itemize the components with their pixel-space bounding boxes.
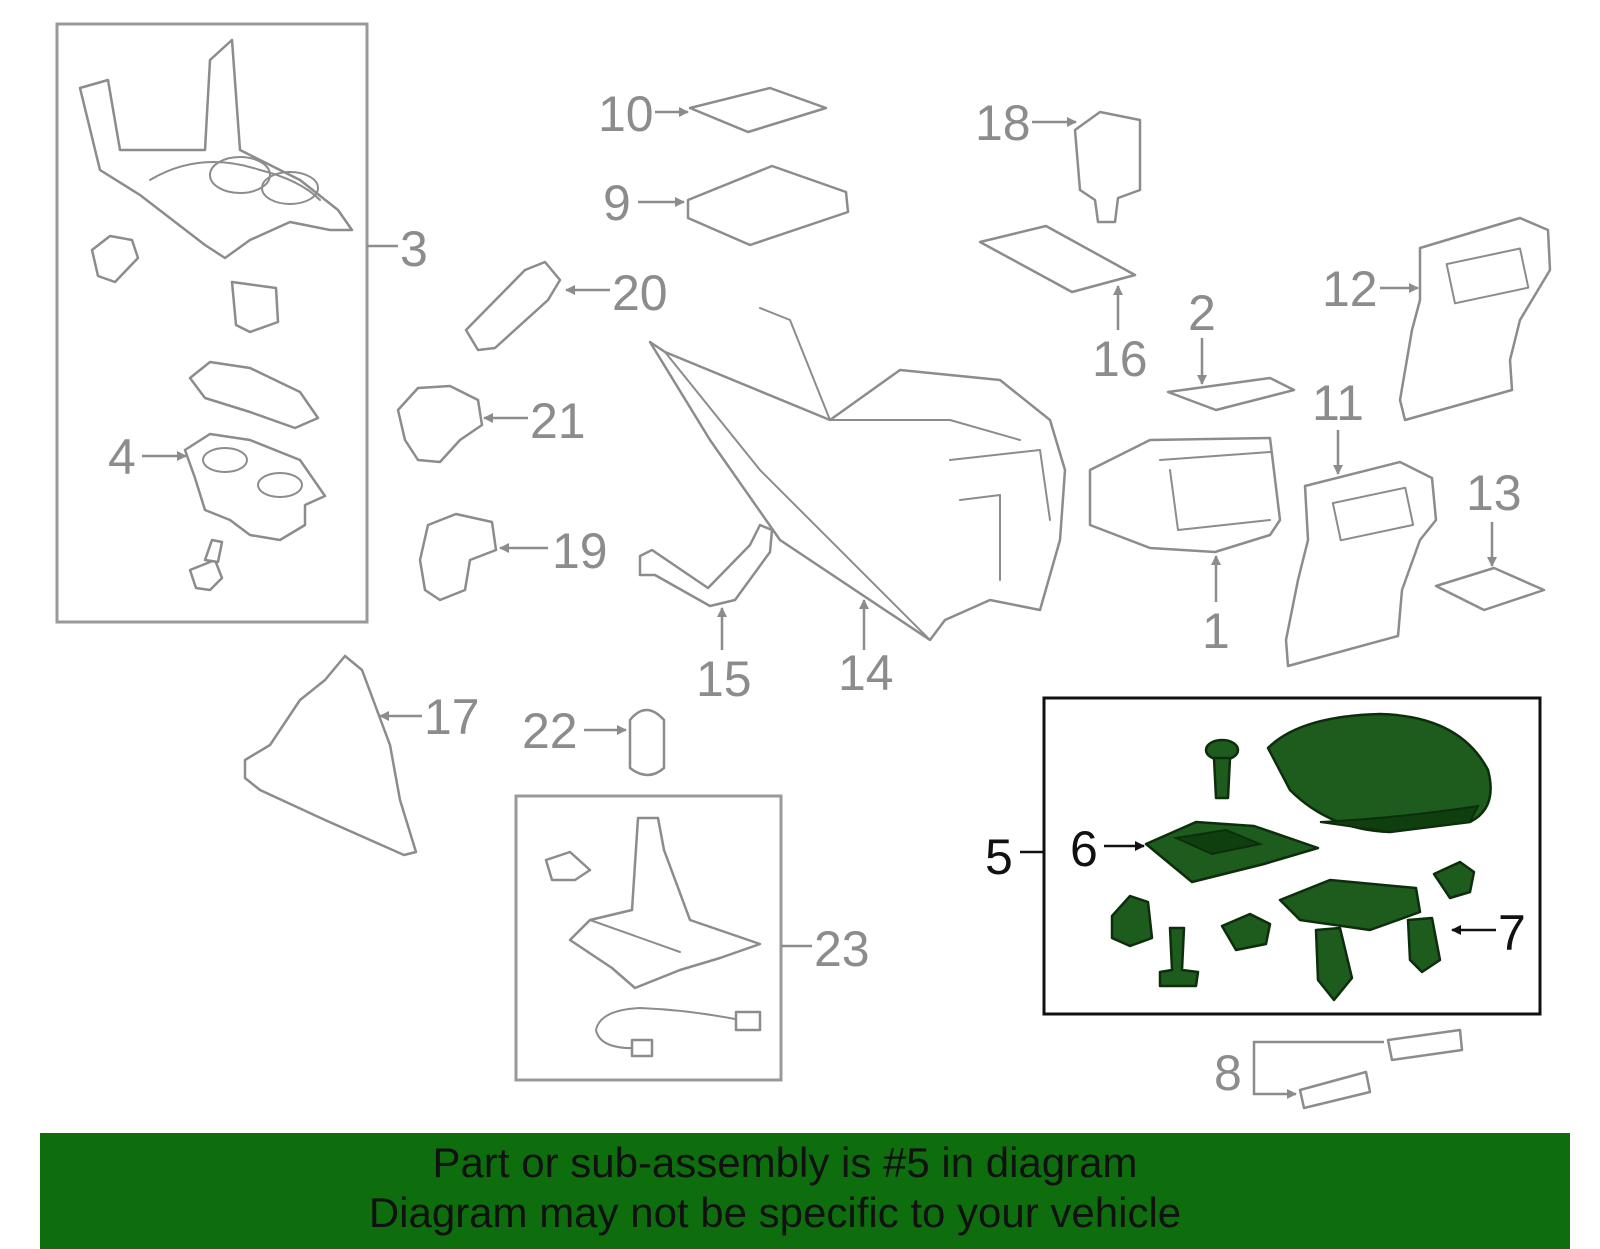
callout-8: 8 — [1214, 1045, 1242, 1101]
trim-part-17 — [243, 654, 418, 857]
callout-4: 4 — [108, 429, 136, 485]
mat-part-10 — [688, 86, 828, 134]
screw-part — [188, 538, 224, 592]
green-screw-top — [1204, 738, 1240, 800]
green-clip-right — [1432, 860, 1476, 900]
callout-11: 11 — [1312, 375, 1364, 431]
leader-8 — [1252, 1040, 1384, 1070]
leader-8b — [1252, 1070, 1297, 1099]
callout-12: 12 — [1322, 261, 1378, 317]
callout-21: 21 — [530, 393, 586, 449]
callout-23: 23 — [814, 921, 870, 977]
callout-13: 13 — [1466, 465, 1522, 521]
socket-part-20 — [464, 260, 562, 352]
group-box-5 — [1042, 696, 1542, 1016]
shifter-part — [568, 816, 762, 990]
group-box-23 — [514, 794, 783, 1082]
callout-10: 10 — [598, 86, 654, 142]
banner-line-2: Diagram may not be specific to your vehi… — [368, 1189, 1182, 1236]
callout-3: 3 — [400, 221, 428, 277]
callout-18: 18 — [975, 95, 1031, 151]
callout-14: 14 — [838, 645, 894, 701]
mat-part-16 — [978, 224, 1137, 294]
callout-2: 2 — [1188, 285, 1216, 341]
callout-22: 22 — [522, 703, 578, 759]
switch-part-18 — [1073, 110, 1142, 224]
callout-9: 9 — [603, 175, 631, 231]
panel-part-12 — [1398, 216, 1552, 422]
box-part-1 — [1088, 436, 1282, 554]
callout-19: 19 — [552, 523, 608, 579]
callout-7: 7 — [1498, 905, 1526, 961]
info-banner: Part or sub-assembly is #5 in diagram Di… — [40, 1133, 1570, 1249]
wire-harness-part — [595, 1007, 762, 1058]
clip-part-c — [544, 850, 592, 882]
callout-17: 17 — [424, 689, 480, 745]
group-box-3 — [55, 22, 369, 624]
clip-part-a — [90, 234, 140, 284]
switch-part-19 — [418, 512, 498, 602]
callout-5: 5 — [985, 829, 1013, 885]
callout-16: 16 — [1092, 331, 1148, 387]
callout-1: 1 — [1202, 603, 1230, 659]
trim-piece-8a — [1386, 1028, 1464, 1062]
mat-part-2 — [1166, 376, 1296, 412]
green-screw-bottom — [1158, 926, 1200, 988]
callout-15: 15 — [696, 651, 752, 707]
green-clip-left — [1110, 894, 1154, 948]
socket-part-21 — [396, 384, 484, 464]
banner-line-1: Part or sub-assembly is #5 in diagram — [432, 1139, 1138, 1186]
shift-knob-part-22 — [628, 708, 666, 777]
callout-6: 6 — [1070, 821, 1098, 877]
tray-part-9 — [686, 164, 850, 247]
mat-part-13 — [1434, 566, 1546, 612]
console-panel-part — [78, 38, 354, 260]
callout-20: 20 — [612, 265, 668, 321]
cup-holder-part-4 — [183, 432, 327, 542]
bracket-part-15 — [638, 523, 774, 608]
console-body-part-14 — [648, 307, 1067, 642]
clip-part-b — [230, 280, 280, 334]
green-clip-center — [1220, 912, 1272, 952]
cup-holder-ring — [188, 360, 320, 430]
latch-part-7 — [1278, 878, 1442, 1002]
hinge-part-6 — [1144, 820, 1320, 884]
armrest-lid-part — [1266, 712, 1492, 834]
panel-part-11 — [1284, 460, 1438, 668]
trim-piece-8b — [1298, 1070, 1372, 1110]
